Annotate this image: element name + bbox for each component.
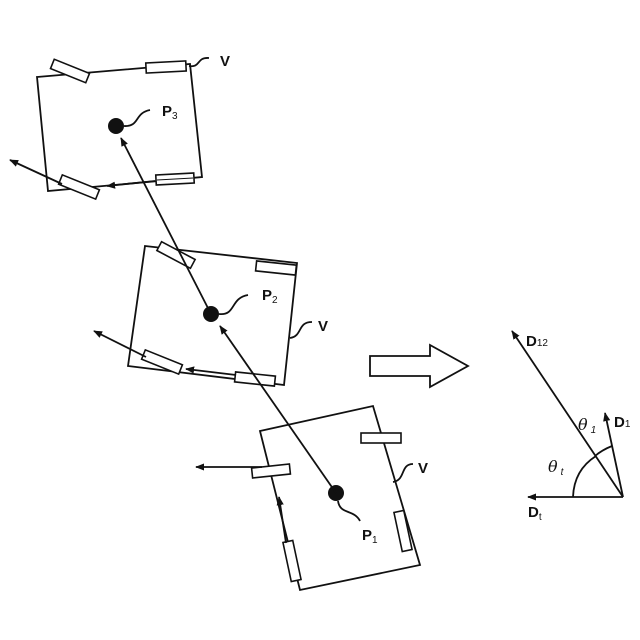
vector-diagram: D12 D1 Dt θ1 θt: [512, 331, 631, 523]
leader-p2: [219, 295, 248, 314]
path-p2-to-p3: [121, 138, 211, 314]
arrow-top-left: [10, 160, 62, 184]
leader-p3: [124, 110, 150, 126]
arrow-middle-left: [94, 331, 146, 357]
arrow-bottom-up: [279, 497, 286, 543]
vehicle-top: V P3: [10, 53, 230, 199]
leader-v-middle: [290, 322, 312, 338]
leader-v-bottom: [393, 464, 413, 482]
label-thetat: θt: [548, 457, 565, 478]
label-p2: P2: [262, 287, 278, 306]
wheel-bottom-2: [361, 433, 401, 443]
transition-arrow: [370, 345, 468, 387]
wheel-top-2: [146, 61, 186, 73]
arrow-top-right: [107, 181, 155, 186]
label-d1: D1: [614, 414, 631, 431]
leader-p1: [338, 501, 360, 521]
label-p1: P1: [362, 527, 378, 546]
label-dt: Dt: [528, 504, 542, 523]
label-v-bottom: V: [418, 460, 428, 477]
wheel-middle-4: [235, 372, 276, 386]
wheel-top-3: [59, 175, 100, 199]
label-v-top: V: [220, 53, 230, 70]
angle-arc-thetat: [573, 456, 596, 497]
angle-arc-theta1: [595, 446, 612, 456]
wheel-top-1: [51, 59, 90, 83]
vector-d12: [512, 331, 623, 497]
label-v-middle: V: [318, 318, 328, 335]
leader-v-top: [189, 58, 209, 66]
point-p3: [108, 118, 124, 134]
label-d12: D12: [526, 333, 548, 350]
label-p3: P3: [162, 103, 178, 122]
wheel-bottom-3: [283, 540, 301, 581]
vehicle-bottom: V P1: [196, 406, 428, 590]
label-theta1: θ1: [578, 415, 596, 436]
